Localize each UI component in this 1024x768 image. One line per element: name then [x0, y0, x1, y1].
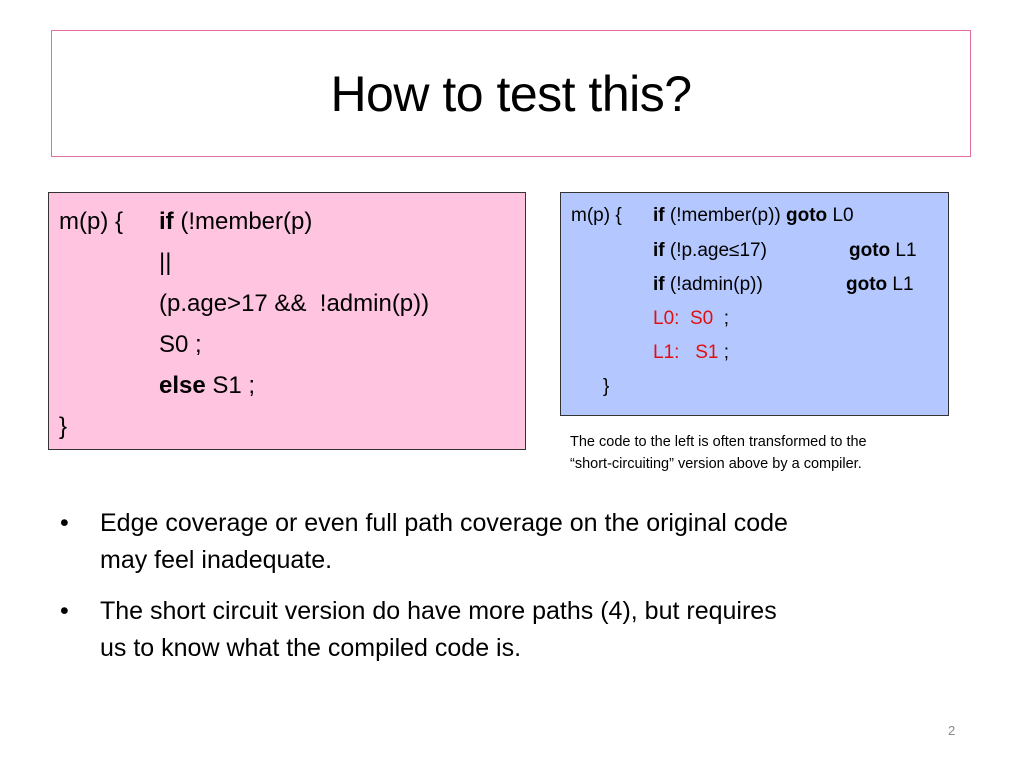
bullet-list: • Edge coverage or even full path covera… — [58, 505, 978, 681]
left-code-line-4: S0 ; — [159, 331, 202, 358]
bullet-marker-2: • — [60, 597, 69, 625]
bullet-item-1: • Edge coverage or even full path covera… — [58, 505, 978, 579]
left-code-if-line: if (!member(p) — [159, 201, 312, 243]
caption-line-2: “short-circuiting” version above by a co… — [570, 456, 862, 472]
original-code-box: m(p) { if (!member(p) || (p.age>17 && !a… — [48, 192, 526, 450]
left-code-else-keyword: else — [159, 372, 206, 399]
right-code-line-2: if (!p.age≤17) — [653, 239, 767, 263]
bullet-2-line-2: us to know what the compiled code is. — [100, 634, 522, 662]
right-code-condition-2: (!p.age≤17) — [664, 240, 767, 261]
right-code-semicolon-1: ; — [713, 308, 730, 329]
caption-line-1: The code to the left is often transforme… — [570, 434, 867, 450]
right-code-goto-3: goto L1 — [846, 273, 914, 297]
left-code-condition-1: (!member(p) — [173, 208, 313, 235]
label-l0-s0: L0: S0 — [653, 308, 714, 329]
left-code-if-keyword: if — [159, 208, 174, 235]
right-code-if-keyword-2: if — [653, 240, 665, 261]
short-circuit-code-box: m(p) { if (!member(p)) goto L0 if (!p.ag… — [560, 192, 949, 416]
page-number: 2 — [948, 723, 956, 738]
label-l1-s1: L1: S1 — [653, 342, 719, 363]
right-code-if-keyword-3: if — [653, 274, 665, 295]
left-code-line-3: (p.age>17 && !admin(p)) — [159, 290, 430, 317]
right-code-goto-keyword-2: goto — [849, 240, 891, 261]
slide-title: How to test this? — [330, 65, 692, 122]
right-code-goto-2: goto L1 — [849, 239, 917, 263]
right-code-closing-brace: } — [603, 376, 610, 397]
right-code-goto-keyword-3: goto — [846, 274, 888, 295]
left-code-line-2: || — [159, 249, 172, 276]
bullet-item-2: • The short circuit version do have more… — [58, 593, 978, 667]
right-code-if-keyword-1: if — [653, 205, 665, 226]
left-code-line-6: } — [59, 413, 68, 440]
left-code-signature: m(p) { — [59, 208, 124, 235]
right-code-condition-3: (!admin(p)) — [664, 274, 763, 295]
right-code-signature: m(p) { — [571, 205, 622, 226]
right-code-goto-keyword-1: goto — [786, 205, 828, 226]
bullet-1-line-1: Edge coverage or even full path coverage… — [100, 509, 788, 537]
left-code-line-5: else S1 ; — [159, 365, 255, 407]
left-code-else-body: S1 ; — [205, 372, 256, 399]
right-code-line-5: L1: S1 ; — [653, 341, 729, 365]
bullet-marker-1: • — [60, 509, 69, 537]
right-code-semicolon-2: ; — [718, 342, 730, 363]
right-code-line-1: if (!member(p)) goto L0 — [653, 204, 854, 228]
right-code-target-3: L1 — [887, 274, 914, 295]
bullet-1-line-2: may feel inadequate. — [100, 546, 333, 574]
right-code-condition-1: (!member(p)) — [664, 205, 787, 226]
right-code-line-3: if (!admin(p)) — [653, 273, 763, 297]
bullet-2-line-1: The short circuit version do have more p… — [100, 597, 777, 625]
title-box: How to test this? — [51, 30, 971, 157]
right-code-target-2: L1 — [890, 240, 917, 261]
right-code-target-1: L0 — [827, 205, 854, 226]
right-code-line-4: L0: S0 ; — [653, 307, 729, 331]
caption: The code to the left is often transforme… — [570, 431, 970, 475]
left-code-line-1: m(p) { — [59, 201, 123, 243]
